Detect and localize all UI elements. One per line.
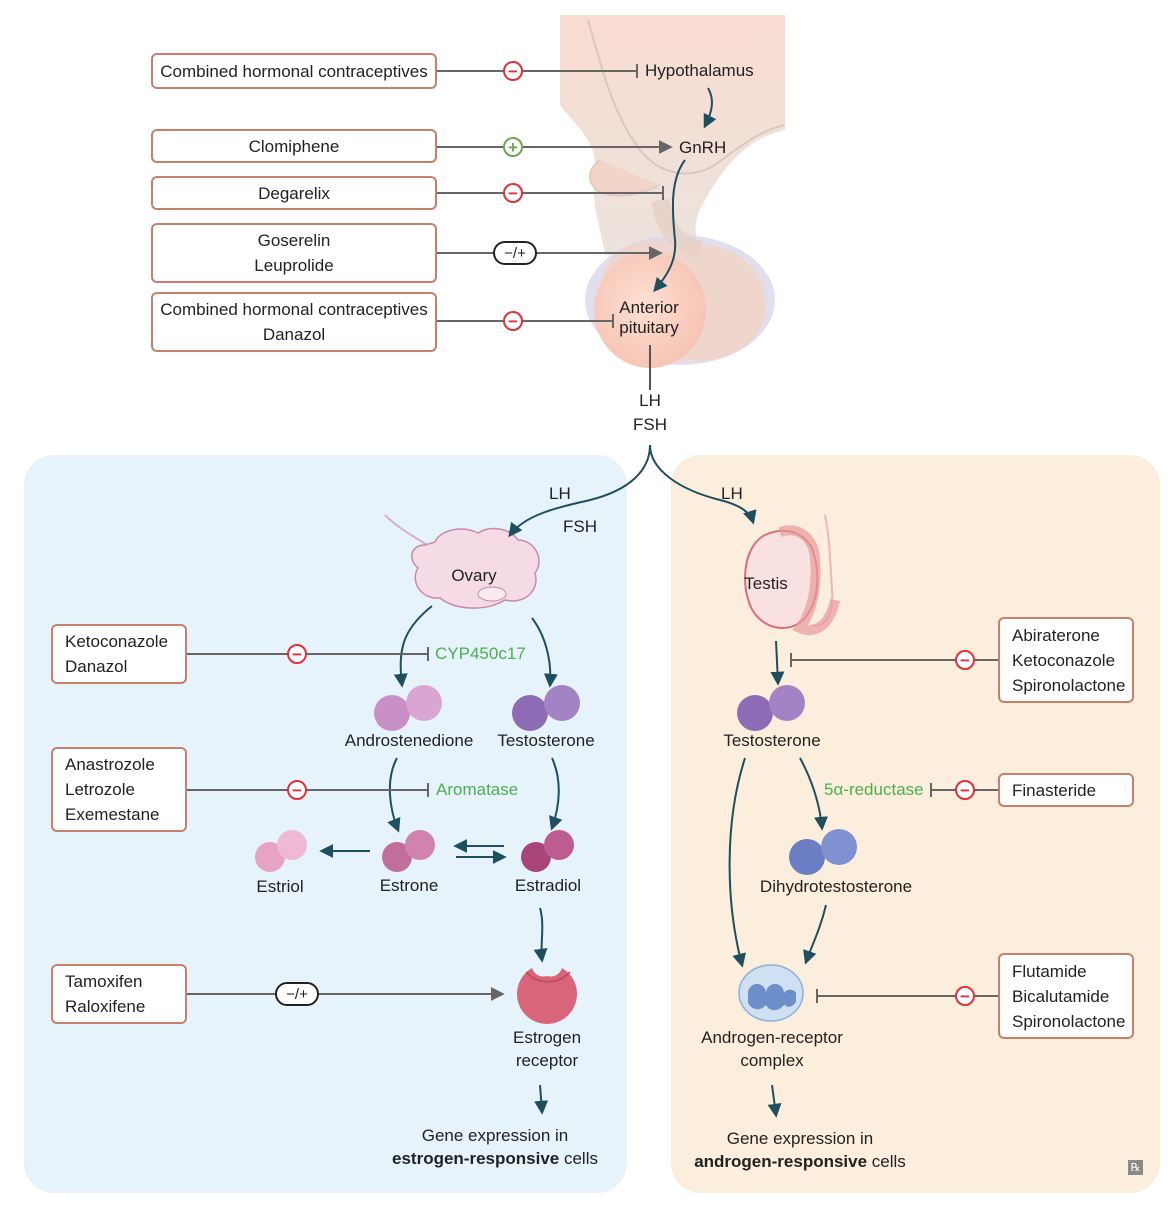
fsh-label: FSH (633, 415, 667, 434)
drug-box-tamoxifen-raloxifene: Tamoxifen Raloxifene (51, 964, 187, 1024)
drug-box-abiraterone-group: Abiraterone Ketoconazole Spironolactone (998, 617, 1134, 703)
dht-molecule-icon (789, 829, 857, 875)
estradiol-label: Estradiol (514, 876, 582, 895)
estrogen-receptor-label-line1: Estrogen (512, 1028, 582, 1047)
inhibit-sign-icon: − (503, 311, 523, 331)
androgen-receptor-complex-label-line2: complex (740, 1051, 804, 1070)
drug-label: Raloxifene (65, 997, 146, 1016)
testis-testosterone-label: Testosterone (723, 731, 821, 750)
inhibit-sign-icon: − (287, 644, 307, 664)
brain-anatomy-illustration (560, 15, 786, 368)
testis-illustration (744, 514, 840, 636)
drug-label: Spironolactone (1012, 675, 1126, 695)
gene-expression-bold: estrogen-responsive (392, 1149, 560, 1168)
drug-box-finasteride: Finasteride (998, 773, 1134, 807)
inhibit-sign-icon: − (955, 780, 975, 800)
cyp450c17-enzyme-label: CYP450c17 (435, 644, 526, 663)
estriol-label: Estriol (256, 877, 304, 896)
inhibit-sign-icon: − (503, 61, 523, 81)
drug-label: Tamoxifen (65, 972, 143, 991)
drug-label: Leuprolide (254, 256, 334, 275)
drug-label: Danazol (65, 657, 128, 676)
ovary-lh-label: LH (549, 484, 571, 503)
drug-box-clomiphene: Clomiphene (151, 129, 437, 163)
pathway-arrows (319, 87, 829, 1118)
drug-label: Bicalutamide (1012, 986, 1110, 1006)
androgen-receptor-complex-label-line1: Androgen-receptor (701, 1028, 843, 1047)
drug-box-ketoconazole-danazol: Ketoconazole Danazol (51, 624, 187, 684)
mixed-effect-sign-icon: −/+ (493, 241, 537, 265)
androstenedione-label: Androstenedione (344, 731, 474, 750)
testis-testosterone-molecule-icon (737, 685, 805, 731)
dihydrotestosterone-label: Dihydrotestosterone (759, 877, 913, 896)
ovary-illustration (384, 514, 540, 609)
gene-expression-line1: Gene expression in (726, 1129, 874, 1148)
drug-label: Danazol (262, 325, 326, 344)
drug-box-aromatase-inhibitors: Anastrozole Letrozole Exemestane (51, 747, 187, 832)
drug-box-combined-contraceptives-hypothalamus: Combined hormonal contraceptives (151, 53, 437, 89)
drug-box-contraceptives-danazol: Combined hormonal contraceptives Danazol (151, 292, 437, 352)
anterior-pituitary-label-line1: Anterior (619, 298, 679, 317)
gene-expression-bold: androgen-responsive (694, 1152, 868, 1171)
drug-box-goserelin-leuprolide: Goserelin Leuprolide (151, 223, 437, 283)
drug-label: Degarelix (258, 183, 330, 203)
inhibit-sign-icon: − (955, 650, 975, 670)
drug-box-degarelix: Degarelix (151, 176, 437, 210)
drug-label: Goserelin (257, 231, 331, 250)
aromatase-enzyme-label: Aromatase (436, 780, 519, 799)
gnrh-label: GnRH (679, 138, 727, 157)
androstenedione-molecule-icon (374, 685, 442, 731)
drug-label: Ketoconazole (1012, 650, 1116, 670)
stimulate-sign-icon: + (503, 137, 523, 157)
5-alpha-reductase-enzyme-label: 5α-reductase (824, 780, 924, 799)
anterior-pituitary-label-line2: pituitary (619, 318, 679, 337)
estradiol-molecule-icon (521, 830, 574, 872)
androgen-gene-expression-label: Gene expression in androgen-responsive c… (694, 1127, 906, 1173)
inhibit-sign-icon: − (955, 986, 975, 1006)
drug-label: Spironolactone (1012, 1011, 1126, 1031)
estrone-label: Estrone (379, 876, 439, 895)
drug-label: Finasteride (1012, 780, 1097, 800)
estrone-molecule-icon (382, 830, 435, 872)
drug-label: Ketoconazole (65, 632, 169, 651)
drug-label: Flutamide (1012, 961, 1087, 981)
androgen-receptor-complex-icon (738, 964, 804, 1022)
ovary-testosterone-label: Testosterone (497, 731, 595, 750)
estrogen-receptor-label-line2: receptor (515, 1051, 579, 1070)
testosterone-molecule-icon (512, 685, 580, 731)
drug-label: Exemestane (65, 805, 160, 824)
estriol-molecule-icon (255, 830, 307, 872)
gene-expression-tail: cells (559, 1149, 598, 1168)
estrogen-receptor-icon (517, 968, 577, 1024)
inhibit-sign-icon: − (287, 780, 307, 800)
inhibit-sign-icon: − (503, 183, 523, 203)
gene-expression-line1: Gene expression in (421, 1126, 569, 1145)
drug-label: Letrozole (65, 780, 135, 799)
estrogen-gene-expression-label: Gene expression in estrogen-responsive c… (392, 1124, 598, 1170)
ovary-label: Ovary (451, 566, 497, 585)
drug-box-antiandrogens: Flutamide Bicalutamide Spironolactone (998, 953, 1134, 1039)
testis-label: Testis (744, 574, 788, 593)
drug-label: Clomiphene (248, 136, 340, 156)
rx-icon: ℞ (1128, 1160, 1143, 1175)
drug-label: Combined hormonal contraceptives (160, 300, 428, 319)
drug-label: Anastrozole (65, 755, 155, 774)
drug-label: Combined hormonal contraceptives (160, 61, 428, 81)
mixed-effect-sign-icon: −/+ (275, 982, 319, 1006)
drug-label: Abiraterone (1012, 625, 1100, 645)
lh-label: LH (639, 391, 661, 410)
gene-expression-tail: cells (867, 1152, 906, 1171)
hypothalamus-label: Hypothalamus (645, 61, 754, 80)
testis-lh-label: LH (721, 484, 743, 503)
ovary-fsh-label: FSH (563, 517, 597, 536)
